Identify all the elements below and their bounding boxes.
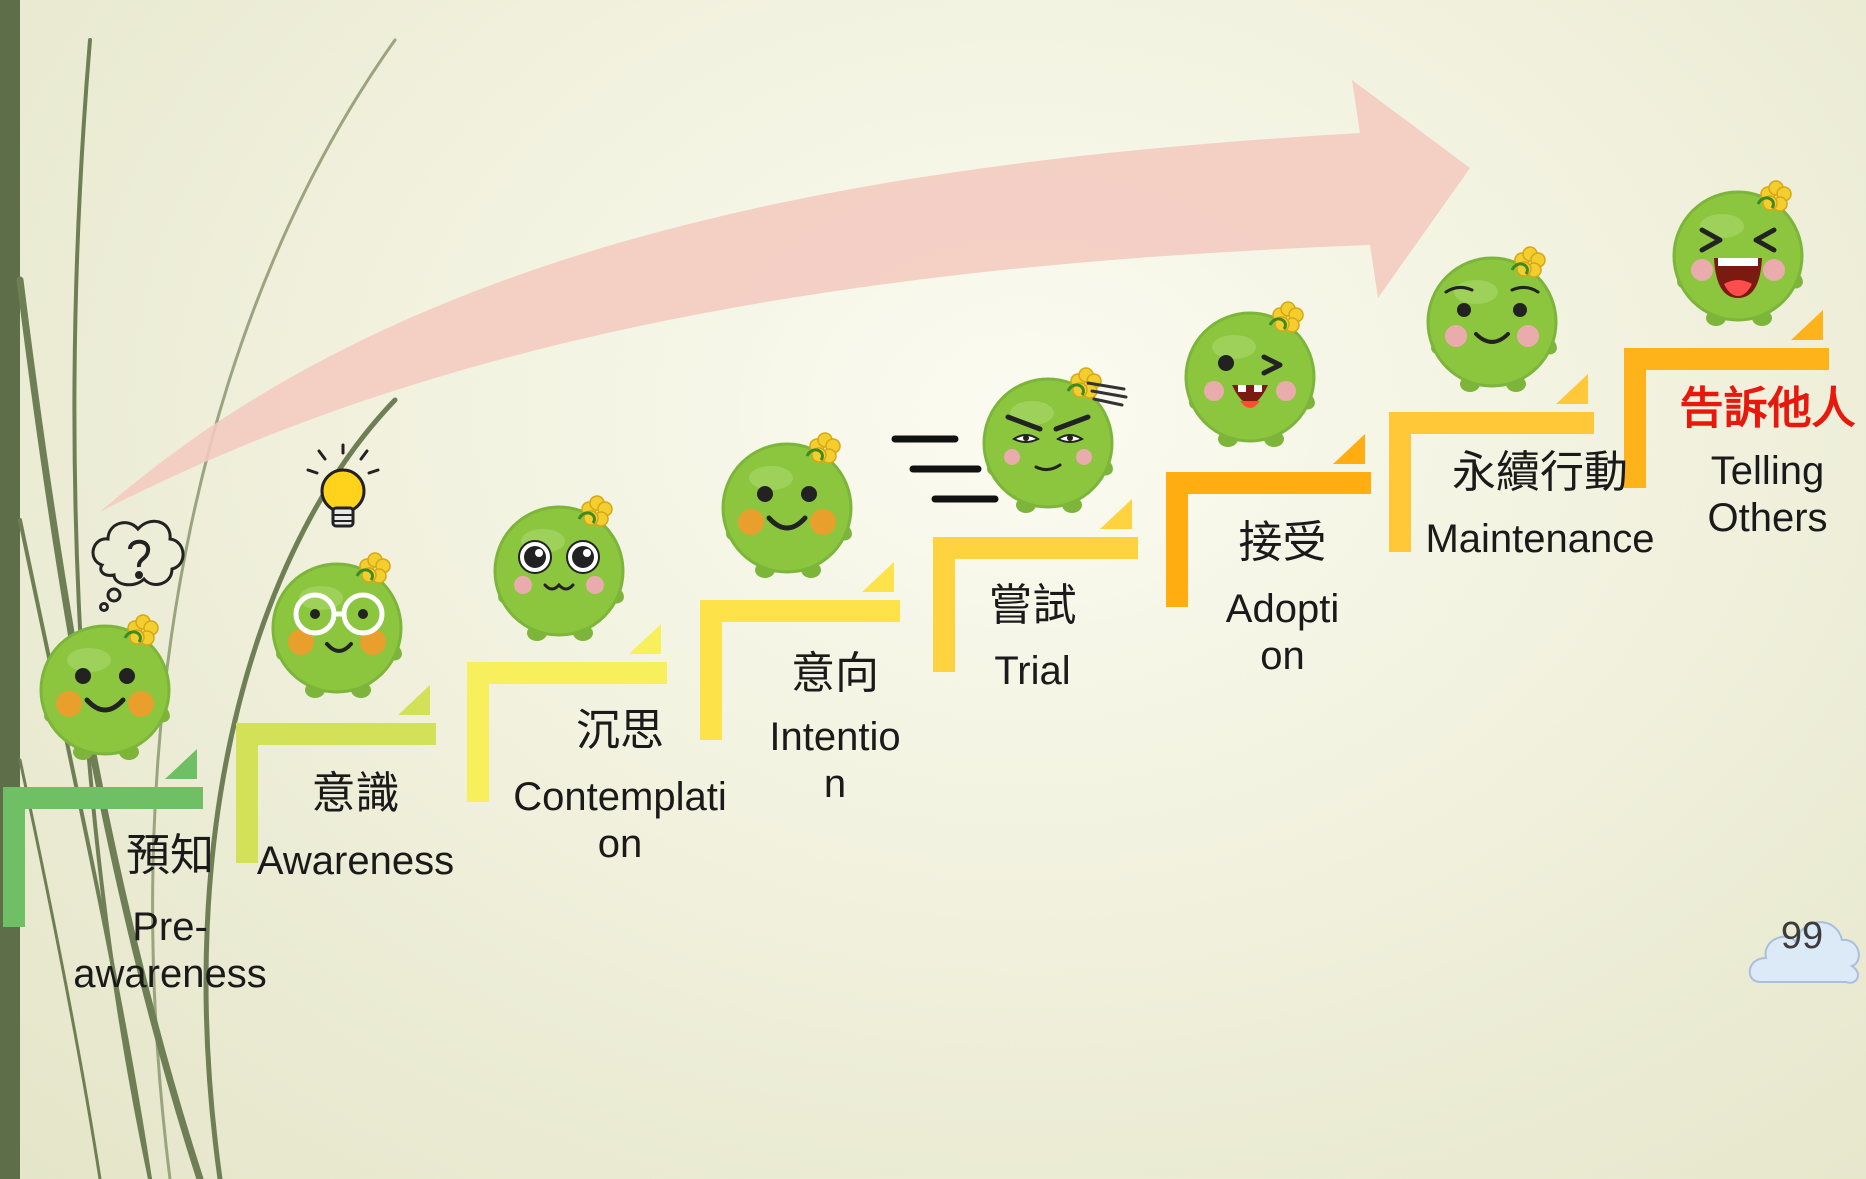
face [1444, 285, 1540, 347]
step-corner-triangle [1100, 499, 1132, 529]
step-telling-others [1624, 310, 1829, 488]
face [514, 540, 604, 594]
flower-sprout-icon [1510, 246, 1546, 278]
flower-sprout-icon [123, 614, 159, 646]
step-riser [1624, 348, 1646, 488]
step-pre-awareness [3, 749, 203, 927]
character-glasses [271, 552, 403, 698]
characters [39, 180, 1804, 760]
step-riser [236, 723, 258, 863]
speed-lines-icon [891, 435, 999, 503]
flower-sprout-icon [1756, 180, 1792, 212]
stage-label-zh-trial: 嘗試 [988, 580, 1077, 631]
face [738, 486, 836, 535]
step-tread [1166, 472, 1371, 494]
page-number: 99 [1780, 915, 1824, 957]
step-corner-triangle [1556, 374, 1588, 404]
stage-label-en-maintenance: Maintenance [1425, 517, 1655, 561]
flower-sprout-icon [1268, 301, 1304, 333]
face [288, 592, 386, 655]
stage-label-en-awareness: Awareness [256, 839, 455, 883]
character-content [1426, 246, 1558, 392]
stage-label-zh-intention: 意向 [791, 648, 879, 699]
step-corner-triangle [629, 624, 661, 654]
stage-label-en-contemplation: Contemplati on [513, 775, 727, 867]
flower-sprout-icon [805, 432, 841, 464]
step-riser [3, 787, 25, 927]
step-adoption [1166, 434, 1371, 607]
face [1691, 227, 1785, 298]
step-tread [1389, 412, 1594, 434]
step-trial [933, 499, 1138, 672]
step-riser [1389, 412, 1411, 552]
face [1004, 381, 1128, 472]
character-laugh [1672, 180, 1804, 326]
step-corner-triangle [1333, 434, 1365, 464]
step-corner-triangle [165, 749, 197, 779]
character-determined [982, 367, 1128, 513]
step-tread [1624, 348, 1829, 370]
step-contemplation [467, 624, 667, 802]
step-maintenance [1389, 374, 1594, 552]
stage-label-zh-adoption: 接受 [1238, 517, 1327, 568]
step-tread [467, 662, 667, 684]
stage-label-en-telling-others: Telling Others [1707, 449, 1828, 541]
stage-label-zh-maintenance: 永續行動 [1452, 447, 1628, 498]
progress-arrow [100, 80, 1470, 512]
stage-label-zh-contemplation: 沉思 [576, 705, 664, 756]
stage-label-zh-telling-others: 告訴他人 [1679, 383, 1856, 434]
stage-label-zh-awareness: 意識 [311, 768, 400, 819]
step-riser [700, 600, 722, 740]
step-corner-triangle [398, 685, 430, 715]
step-corner-triangle [1791, 310, 1823, 340]
step-awareness [236, 685, 436, 863]
stage-label-zh-pre-awareness: 預知 [126, 830, 214, 881]
character-smile [39, 614, 171, 760]
props [91, 435, 999, 612]
flower-sprout-icon [355, 552, 391, 584]
character-smile [721, 432, 853, 578]
step-tread [700, 600, 900, 622]
face [56, 668, 154, 717]
stage-label-en-trial: Trial [994, 649, 1071, 693]
step-tread [236, 723, 436, 745]
step-riser [933, 537, 955, 672]
flower-sprout-icon [577, 495, 613, 527]
step-corner-triangle [862, 562, 894, 592]
step-riser [1166, 472, 1188, 607]
step-riser [467, 662, 489, 802]
stage-label-en-adoption: Adopti on [1225, 587, 1340, 679]
left-accent-bar [0, 0, 20, 1179]
stage-label-en-intention: Intentio n [769, 715, 901, 807]
step-intention [700, 562, 900, 740]
face [1204, 354, 1296, 408]
light-bulb-icon [306, 443, 380, 528]
step-tread [3, 787, 203, 809]
character-big-eyes [493, 495, 625, 641]
steps [3, 310, 1829, 927]
cloud-icon [1748, 921, 1860, 984]
question-thought-bubble-icon [91, 519, 185, 612]
stage-label-en-pre-awareness: Pre-awareness [73, 905, 267, 997]
character-wink [1184, 301, 1316, 447]
step-tread [933, 537, 1138, 559]
